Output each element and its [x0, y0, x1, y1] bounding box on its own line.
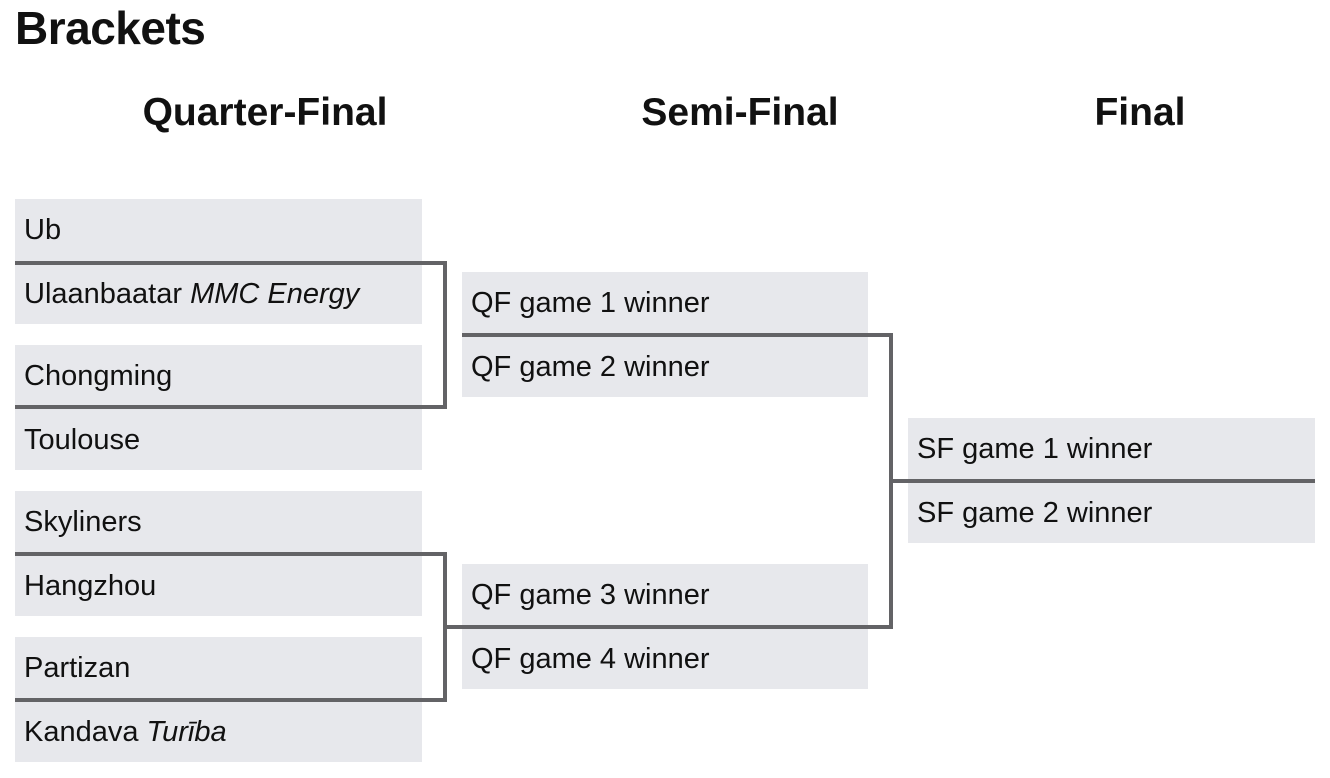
- team-name: Toulouse: [24, 424, 141, 456]
- bracket-connector: [443, 261, 447, 409]
- quarter-final-slot-1: Ub: [15, 199, 422, 262]
- bracket-connector: [15, 698, 447, 702]
- bracket-connector: [15, 405, 447, 409]
- team-name: Ub: [24, 214, 62, 246]
- bracket-connector: [15, 261, 447, 265]
- quarter-final-slot-4: Toulouse: [15, 408, 422, 470]
- final-slot-1: SF game 1 winner: [908, 418, 1315, 481]
- team-name: Ulaanbaatar: [24, 278, 191, 310]
- semi-final-slot-1: QF game 1 winner: [462, 272, 868, 335]
- team-name: Skyliners: [24, 506, 142, 538]
- round-title-quarter-final: Quarter-Final: [142, 91, 388, 134]
- team-sponsor: Turība: [146, 716, 227, 748]
- bracket-connector: [15, 552, 447, 556]
- quarter-final-slot-5: Skyliners: [15, 491, 422, 554]
- team-name: Chongming: [24, 360, 173, 392]
- quarter-final-slot-3: Chongming: [15, 345, 422, 408]
- team-name: QF game 1 winner: [471, 287, 710, 319]
- team-name: QF game 4 winner: [471, 643, 710, 675]
- quarter-final-slot-7: Partizan: [15, 637, 422, 700]
- team-sponsor: MMC Energy: [190, 278, 360, 310]
- team-name: Hangzhou: [24, 570, 157, 602]
- round-title-semi-final: Semi-Final: [641, 91, 839, 134]
- team-name: Kandava: [24, 716, 147, 748]
- page-title: Brackets: [15, 2, 206, 54]
- bracket-connector: [889, 479, 1315, 483]
- bracket-connector: [443, 625, 893, 629]
- quarter-final-slot-8: Kandava Turība: [15, 700, 422, 762]
- team-name: Partizan: [24, 652, 131, 684]
- round-title-final: Final: [1094, 91, 1186, 134]
- quarter-final-slot-2: Ulaanbaatar MMC Energy: [15, 262, 422, 324]
- final-slot-2: SF game 2 winner: [908, 481, 1315, 543]
- team-name: SF game 1 winner: [917, 433, 1153, 465]
- quarter-final-slot-6: Hangzhou: [15, 554, 422, 616]
- semi-final-slot-4: QF game 4 winner: [462, 627, 868, 689]
- bracket-connector: [462, 333, 893, 337]
- semi-final-slot-3: QF game 3 winner: [462, 564, 868, 627]
- team-name: QF game 2 winner: [471, 351, 710, 383]
- team-name: SF game 2 winner: [917, 497, 1153, 529]
- semi-final-slot-2: QF game 2 winner: [462, 335, 868, 397]
- team-name: QF game 3 winner: [471, 579, 710, 611]
